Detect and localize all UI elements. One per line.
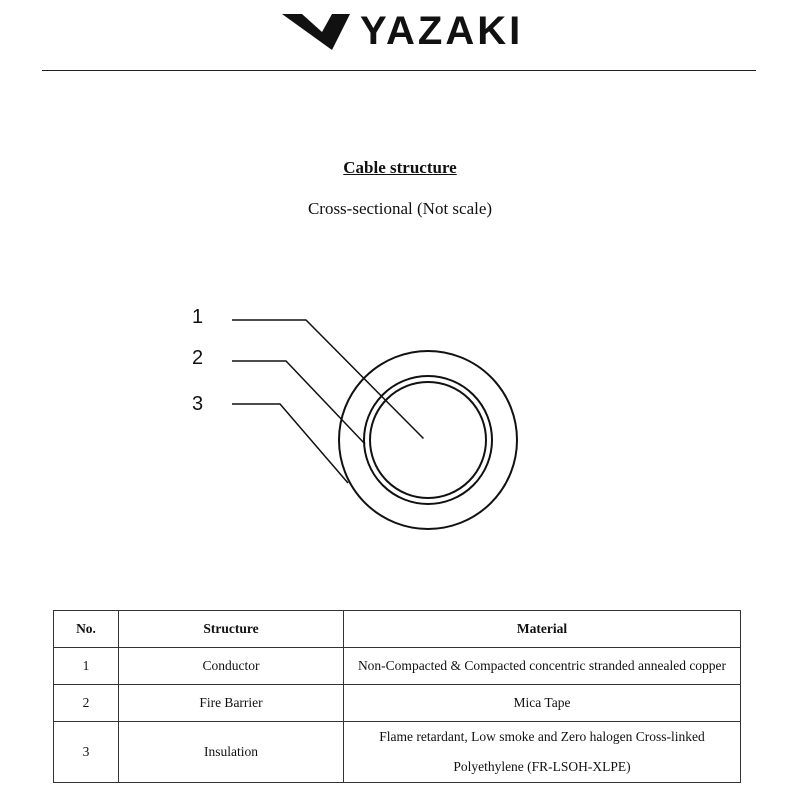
fire-barrier-outer-circle bbox=[363, 375, 493, 505]
row-structure: Insulation bbox=[118, 721, 344, 783]
header-structure: Structure bbox=[118, 610, 344, 648]
material-line: Flame retardant, Low smoke and Zero halo… bbox=[379, 729, 705, 744]
page-title: Cable structure bbox=[343, 158, 457, 177]
leader-line-3 bbox=[232, 403, 349, 484]
row-material: Mica Tape bbox=[343, 684, 741, 722]
row-material: Flame retardant, Low smoke and Zero halo… bbox=[343, 721, 741, 783]
leader-line-2 bbox=[232, 360, 366, 445]
material-line: Polyethylene (FR-LSOH-XLPE) bbox=[453, 759, 631, 774]
row-no: 3 bbox=[53, 721, 119, 783]
cable-cross-section-diagram bbox=[232, 319, 518, 530]
insulation-outer-circle bbox=[338, 350, 518, 530]
header-no: No. bbox=[53, 610, 119, 648]
row-structure: Conductor bbox=[118, 647, 344, 685]
header-divider bbox=[42, 70, 756, 71]
yazaki-chevron-icon bbox=[282, 14, 350, 50]
brand-logo: YAZAKI bbox=[280, 9, 540, 53]
table-header-row: No. Structure Material bbox=[53, 610, 741, 648]
header-material: Material bbox=[343, 610, 741, 648]
callout-label-3: 3 bbox=[192, 393, 204, 415]
leader-line-1 bbox=[232, 319, 424, 439]
cable-structure-table: No. Structure Material 1 Conductor Non-C… bbox=[53, 610, 741, 783]
table-row: 1 Conductor Non-Compacted & Compacted co… bbox=[53, 647, 741, 685]
row-no: 2 bbox=[53, 684, 119, 722]
fire-barrier-inner-circle bbox=[369, 381, 487, 499]
page-subtitle: Cross-sectional (Not scale) bbox=[307, 199, 493, 218]
row-structure: Fire Barrier bbox=[118, 684, 344, 722]
brand-name: YAZAKI bbox=[360, 9, 524, 53]
table-row: 3 Insulation Flame retardant, Low smoke … bbox=[53, 721, 741, 783]
table-row: 2 Fire Barrier Mica Tape bbox=[53, 684, 741, 722]
callout-label-1: 1 bbox=[192, 306, 204, 328]
row-material: Non-Compacted & Compacted concentric str… bbox=[343, 647, 741, 685]
callout-label-2: 2 bbox=[192, 347, 204, 369]
row-no: 1 bbox=[53, 647, 119, 685]
